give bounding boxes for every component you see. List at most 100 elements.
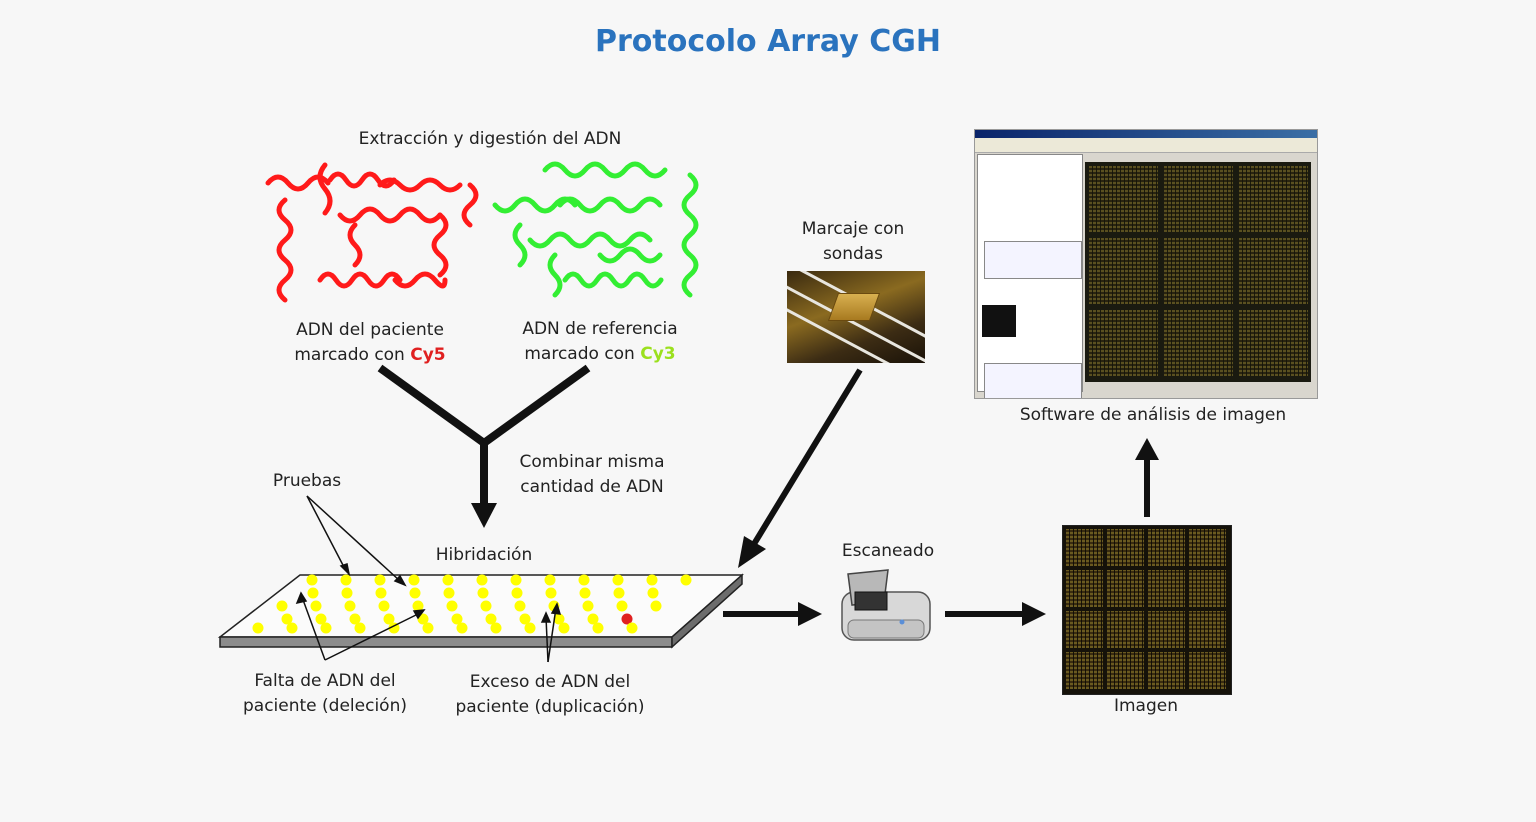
hybridization-slide [217, 573, 744, 649]
probe-dot [307, 587, 319, 599]
deletion-label: Falta de ADN del paciente (deleción) [225, 669, 425, 719]
probe-dot [442, 574, 454, 586]
duplication-pointer [540, 602, 562, 663]
array-block [1148, 611, 1185, 648]
probes-pointer [306, 495, 407, 587]
probe-dot [378, 600, 390, 612]
software-label: Software de análisis de imagen [1019, 405, 1287, 425]
arrow-to-image-head [1022, 602, 1046, 626]
array-block [1189, 570, 1226, 607]
probe-dot [646, 574, 658, 586]
probe-dot [592, 622, 604, 634]
duplication-line1: Exceso de ADN del [469, 672, 631, 692]
arrow-to-software-head [1135, 438, 1159, 460]
cy5-dye-label: Cy5 [410, 345, 446, 365]
probe-dot [252, 622, 264, 634]
arrow-to-scanner-head [798, 602, 822, 626]
combine-line1: Combinar misma [519, 452, 665, 472]
probe-dot [349, 613, 361, 625]
array-block [1148, 652, 1185, 689]
probe-dot [341, 587, 353, 599]
labeling-arrow-line [751, 368, 863, 546]
array-block [1239, 238, 1308, 304]
reference-dna-line2: marcado con Cy3 [490, 342, 710, 367]
probe-dot [315, 613, 327, 625]
probe-dot [408, 574, 420, 586]
probes-label: Pruebas [272, 471, 342, 491]
array-block [1239, 310, 1308, 376]
probe-dot [544, 574, 556, 586]
probe-dot [579, 587, 591, 599]
array-block [1239, 166, 1308, 232]
array-block [1066, 570, 1103, 607]
array-block [1164, 166, 1233, 232]
probe-dot [490, 622, 502, 634]
probe-dot [412, 600, 424, 612]
probe-dot [320, 622, 332, 634]
patient-dna-strands [265, 162, 479, 303]
probe-dot [510, 574, 522, 586]
array-block [1089, 166, 1158, 232]
probe-dot [306, 574, 318, 586]
probe-dot [451, 613, 463, 625]
array-block [1189, 611, 1226, 648]
probe-dot [446, 600, 458, 612]
probe-dot [616, 600, 628, 612]
combine-arrow [377, 364, 591, 505]
reference-dna-label: ADN de referencia marcado con Cy3 [490, 317, 710, 367]
labeling-label: Marcaje con sondas [782, 217, 924, 267]
array-block [1089, 310, 1158, 376]
reference-dna-line1: ADN de referencia [522, 319, 678, 339]
reference-dna-strands [492, 161, 699, 298]
probe-dot [477, 587, 489, 599]
scanned-array-image [1062, 525, 1232, 695]
array-block [1164, 310, 1233, 376]
duplication-line2: paciente (duplicación) [455, 697, 645, 717]
patient-dna-line2: marcado con Cy5 [260, 343, 480, 368]
probe-dot [409, 587, 421, 599]
probe-dot [519, 613, 531, 625]
array-block [1107, 611, 1144, 648]
probe-dot [511, 587, 523, 599]
array-block [1107, 529, 1144, 566]
probe-dot [582, 600, 594, 612]
probe-dot [340, 574, 352, 586]
probe-dot [485, 613, 497, 625]
extraction-label: Extracción y digestión del ADN [358, 129, 622, 149]
probe-dot [587, 613, 599, 625]
hybridization-label: Hibridación [435, 545, 533, 565]
array-block [1148, 529, 1185, 566]
probe-dot [422, 622, 434, 634]
probe-dot [344, 600, 356, 612]
probe-dot [558, 622, 570, 634]
probe-dots [252, 574, 692, 634]
array-block [1066, 652, 1103, 689]
probe-dot [443, 587, 455, 599]
patient-dna-line1: ADN del paciente [296, 320, 444, 340]
probe-dot [545, 587, 557, 599]
array-block [1066, 611, 1103, 648]
probe-dot [375, 587, 387, 599]
probe-dot [383, 613, 395, 625]
probe-dot [476, 574, 488, 586]
probe-dot [276, 600, 288, 612]
duplication-label: Exceso de ADN del paciente (duplicación) [440, 670, 660, 720]
cy3-dye-label: Cy3 [640, 344, 676, 364]
image-label: Imagen [1113, 696, 1178, 716]
probe-dot [647, 587, 659, 599]
combine-label: Combinar misma cantidad de ADN [502, 450, 682, 500]
probe-dot [374, 574, 386, 586]
labeling-arrowhead [738, 536, 766, 568]
probe-dot [480, 600, 492, 612]
array-block [1107, 652, 1144, 689]
deletion-line1: Falta de ADN del [254, 671, 396, 691]
probe-dot [613, 587, 625, 599]
software-screenshot [974, 129, 1318, 399]
patient-dna-marked-text: marcado con [294, 345, 411, 365]
probe-dot [626, 622, 638, 634]
probe-dot [286, 622, 298, 634]
probe-dot [310, 600, 322, 612]
labeling-line1: Marcaje con [801, 219, 905, 239]
array-block [1148, 570, 1185, 607]
